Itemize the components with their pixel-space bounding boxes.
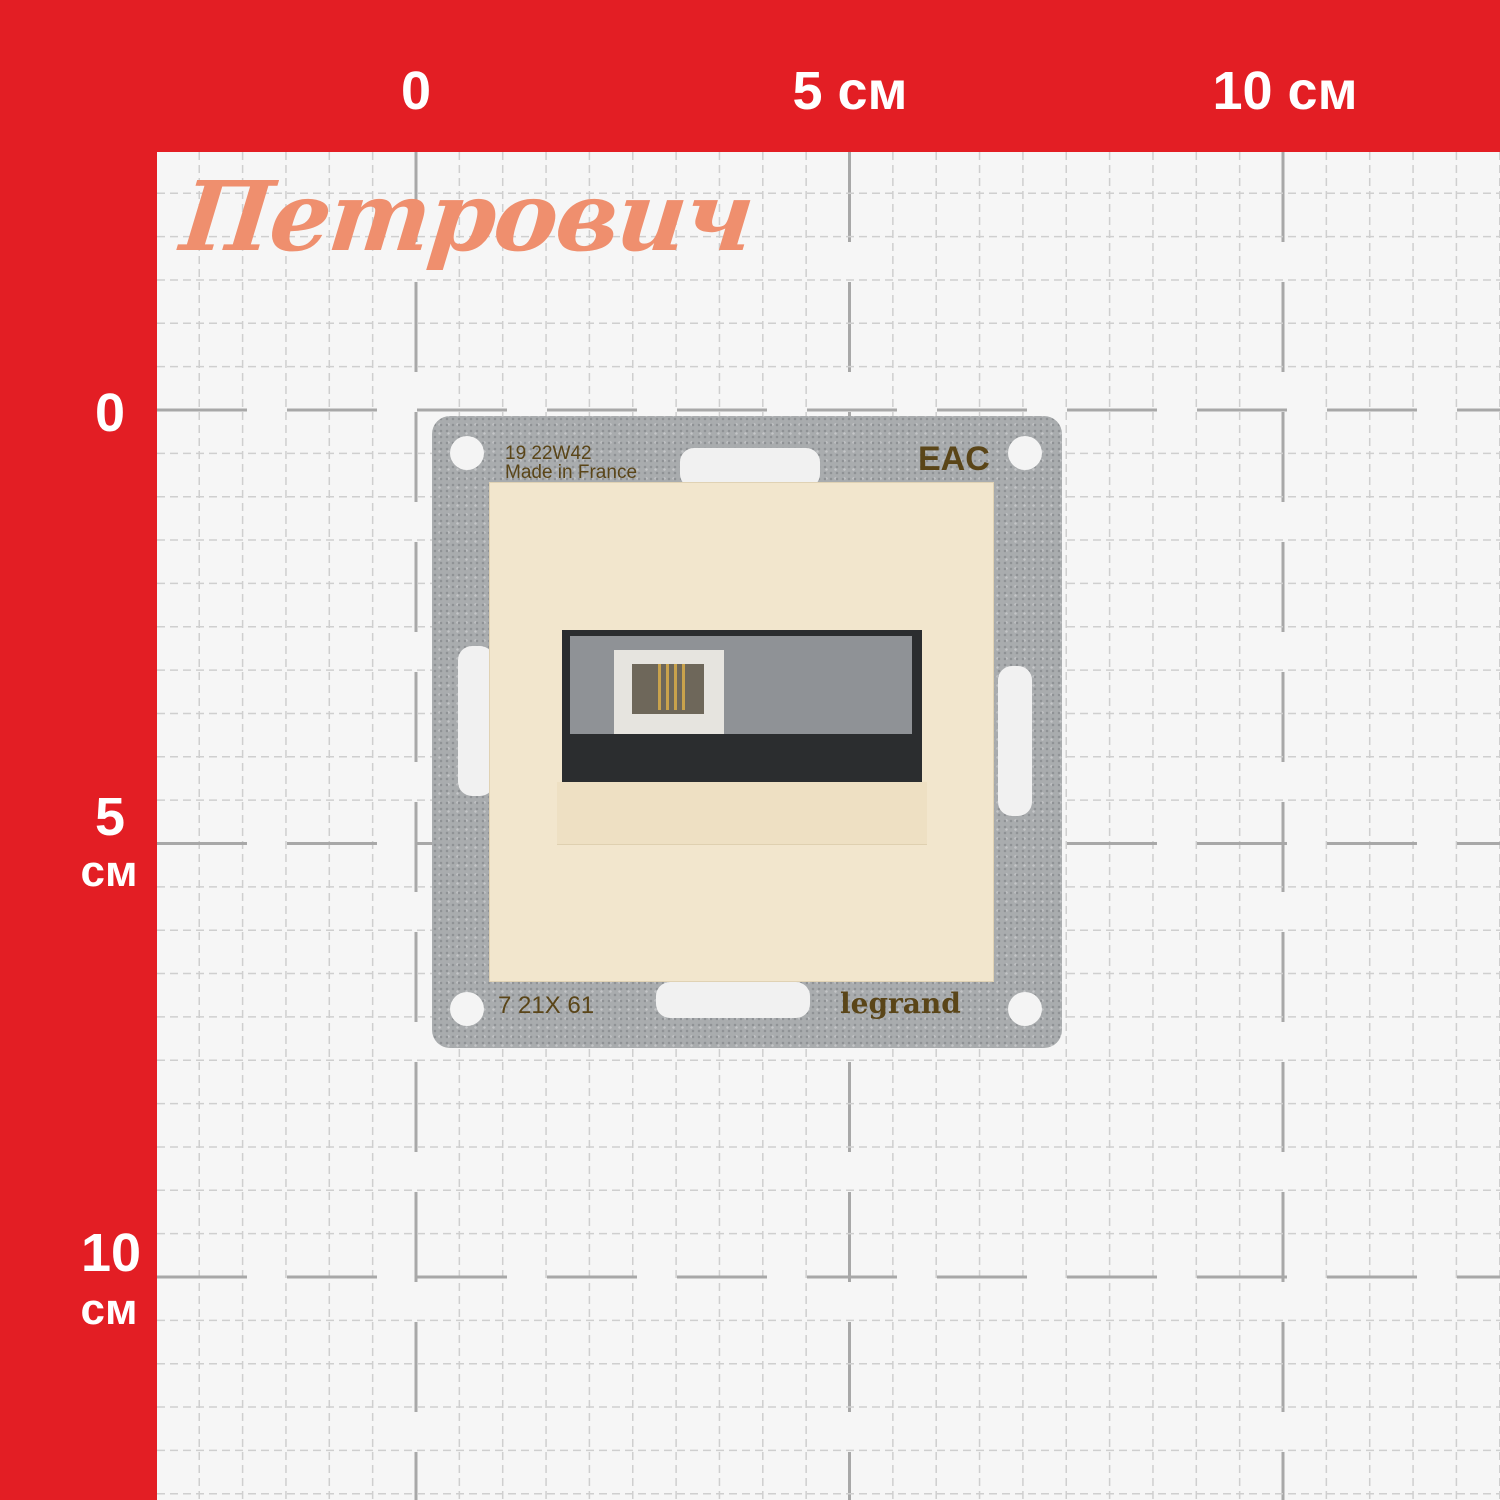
- rj11-jack[interactable]: [614, 650, 724, 734]
- legrand-logo: legrand: [840, 987, 961, 1020]
- screw-hole: [450, 436, 484, 470]
- mount-slot: [656, 982, 810, 1018]
- jack-pin: [666, 664, 669, 710]
- mount-slot: [458, 646, 494, 796]
- left-label-0: 0: [94, 383, 126, 443]
- socket-window: [562, 630, 922, 782]
- petrovich-logo: Петрович: [176, 160, 758, 273]
- jack-opening: [632, 664, 704, 714]
- jack-pin: [674, 664, 677, 710]
- screw-hole: [450, 992, 484, 1026]
- mount-slot: [998, 666, 1032, 816]
- left-unit-5: см: [80, 847, 138, 896]
- screw-hole: [1008, 436, 1042, 470]
- left-label-5: 5: [94, 787, 126, 847]
- socket-insert: [570, 636, 912, 734]
- jack-pin: [658, 664, 661, 710]
- cover-flap-recess: [557, 782, 927, 845]
- left-unit-10: см: [80, 1285, 138, 1334]
- top-label-5: 5 см: [792, 61, 908, 121]
- screw-hole: [1008, 992, 1042, 1026]
- eac-mark: EAC: [918, 440, 990, 478]
- model-code: 7 21X 61: [498, 992, 595, 1019]
- mount-code: 19 22W42: [505, 443, 592, 464]
- origin-text: Made in France: [505, 462, 638, 483]
- top-label-10: 10 см: [1212, 61, 1358, 121]
- jack-pin: [682, 664, 685, 710]
- left-label-10: 10: [80, 1223, 142, 1283]
- top-label-0: 0: [400, 61, 432, 121]
- mount-slot: [680, 448, 820, 488]
